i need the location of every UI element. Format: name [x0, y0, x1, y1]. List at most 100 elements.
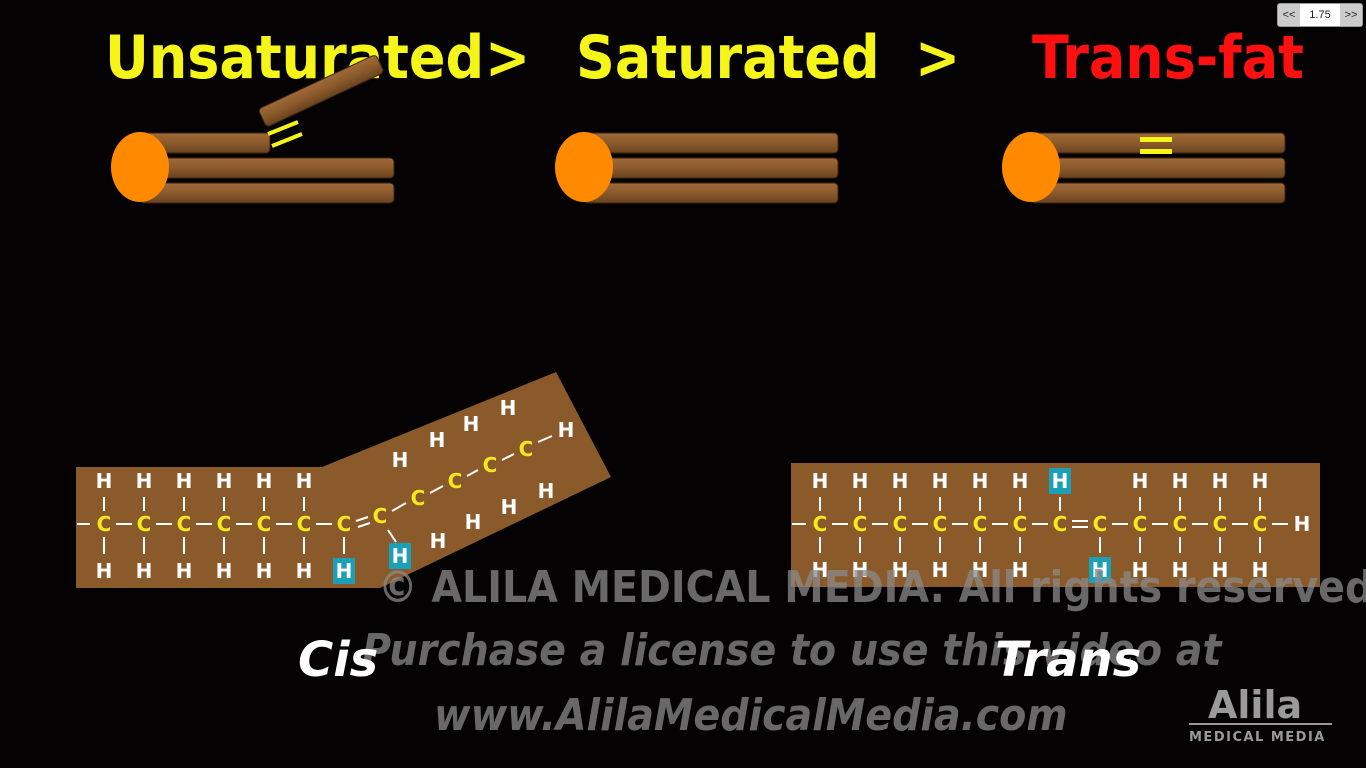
- hydrogen-atom: H: [538, 479, 555, 503]
- watermark-copyright: © ALILA MEDICAL MEDIA. All rights reserv…: [378, 562, 1366, 613]
- cis-chain-background: [76, 372, 611, 588]
- carbon-atom: C: [137, 512, 152, 536]
- bond-line: [429, 485, 444, 494]
- title-unsaturated: Unsaturated: [105, 23, 484, 93]
- double-bond-mark: [267, 120, 299, 136]
- hydrogen-atom: H: [216, 559, 233, 583]
- carbon-atom: C: [337, 512, 352, 536]
- title-gt-2: >: [915, 23, 960, 93]
- lipid-unsaturated: [111, 55, 395, 204]
- hydrogen-atom: H: [1172, 558, 1189, 582]
- bond-line: [387, 529, 397, 543]
- hydrogen-atom: H: [852, 558, 869, 582]
- bond-line: [391, 502, 407, 512]
- hydrogen-atom: H: [136, 559, 153, 583]
- hydrogen-atom: H: [852, 469, 869, 493]
- carbon-atom: C: [1053, 512, 1068, 536]
- hydrogen-atom: H: [216, 469, 233, 493]
- hydrogen-atom: H: [176, 559, 193, 583]
- highlighted-hydrogen-box: [1089, 557, 1111, 583]
- polar-head: [555, 132, 613, 202]
- hydrogen-atom: H: [96, 559, 113, 583]
- carbon-atom: C: [519, 437, 534, 461]
- title-gt-1: >: [485, 23, 530, 93]
- hydrogen-atom: H: [96, 469, 113, 493]
- carbon-atom: C: [893, 512, 908, 536]
- logo-subtitle: MEDICAL MEDIA: [1189, 730, 1326, 745]
- speed-down-button[interactable]: <<: [1282, 9, 1296, 21]
- hydrogen-atom: H: [392, 448, 409, 472]
- carbon-atom: C: [853, 512, 868, 536]
- hydrogen-atom: H: [392, 544, 409, 568]
- hydrogen-atom: H: [463, 412, 480, 436]
- lipid-saturated: [555, 132, 839, 204]
- bond-line: [466, 469, 479, 477]
- carbon-atom: C: [1173, 512, 1188, 536]
- carbon-atom: C: [1013, 512, 1028, 536]
- carbon-atom: C: [1093, 512, 1108, 536]
- hydrogen-atom: H: [972, 469, 989, 493]
- hydrogen-atom: H: [558, 418, 575, 442]
- carbon-atom: C: [257, 512, 272, 536]
- carbon-atom: C: [933, 512, 948, 536]
- hydrogen-atom: H: [1092, 558, 1109, 582]
- carbon-atom: C: [177, 512, 192, 536]
- lipid-transfat: [1002, 132, 1286, 204]
- bond-line: [501, 453, 515, 461]
- hydrogen-atom: H: [256, 469, 273, 493]
- hydrogen-atom: H: [1212, 469, 1229, 493]
- carbon-atom: C: [373, 504, 388, 528]
- carbon-atom: C: [97, 512, 112, 536]
- hydrogen-atom: H: [932, 558, 949, 582]
- hydrogen-atom: H: [256, 559, 273, 583]
- polar-head: [1002, 132, 1060, 202]
- label-cis: Cis: [298, 632, 378, 688]
- hydrogen-atom: H: [1294, 512, 1311, 536]
- hydrogen-atom: H: [465, 510, 482, 534]
- bond-line: [537, 435, 553, 443]
- carbon-atom: C: [813, 512, 828, 536]
- hydrogen-atom: H: [430, 529, 447, 553]
- title-saturated: Saturated: [576, 23, 880, 93]
- hydrogen-atom: H: [176, 469, 193, 493]
- hydrogen-atom: H: [296, 559, 313, 583]
- hydrogen-atom: H: [1012, 558, 1029, 582]
- playback-speed-control: << 1.75 >>: [1277, 3, 1363, 27]
- hydrogen-atom: H: [972, 558, 989, 582]
- bond-line: [355, 516, 369, 522]
- highlighted-hydrogen-box: [333, 558, 355, 584]
- title-transfat: Trans-fat: [1032, 23, 1304, 93]
- hydrogen-atom: H: [1052, 469, 1069, 493]
- carbon-atom: C: [1133, 512, 1148, 536]
- hydrogen-atom: H: [932, 469, 949, 493]
- hydrogen-atom: H: [892, 558, 909, 582]
- carbon-atom: C: [297, 512, 312, 536]
- hydrogen-atom: H: [1132, 558, 1149, 582]
- hydrogen-atom: H: [501, 495, 518, 519]
- carbon-atom: C: [1253, 512, 1268, 536]
- hydrogen-atom: H: [1252, 558, 1269, 582]
- carbon-atom: C: [411, 486, 426, 510]
- highlighted-hydrogen-box: [389, 543, 411, 569]
- hydrogen-atom: H: [812, 469, 829, 493]
- carbon-atom: C: [483, 453, 498, 477]
- hydrogen-atom: H: [136, 469, 153, 493]
- hydrogen-atom: H: [812, 558, 829, 582]
- carbon-atom: C: [973, 512, 988, 536]
- alila-logo: Alila MEDICAL MEDIA: [1189, 683, 1332, 745]
- hydrogen-atom: H: [892, 469, 909, 493]
- polar-head: [111, 132, 169, 202]
- hydrogen-atom: H: [1212, 558, 1229, 582]
- watermark-license: Purchase a license to use this video at: [362, 625, 1224, 676]
- double-bond-mark: [1140, 137, 1172, 142]
- label-trans: Trans: [995, 632, 1141, 688]
- carbon-atom: C: [1213, 512, 1228, 536]
- speed-up-button[interactable]: >>: [1344, 9, 1358, 21]
- hydrogen-atom: H: [1132, 469, 1149, 493]
- hydrogen-atom: H: [1172, 469, 1189, 493]
- hydrogen-atom: H: [1252, 469, 1269, 493]
- hydrogen-atom: H: [1012, 469, 1029, 493]
